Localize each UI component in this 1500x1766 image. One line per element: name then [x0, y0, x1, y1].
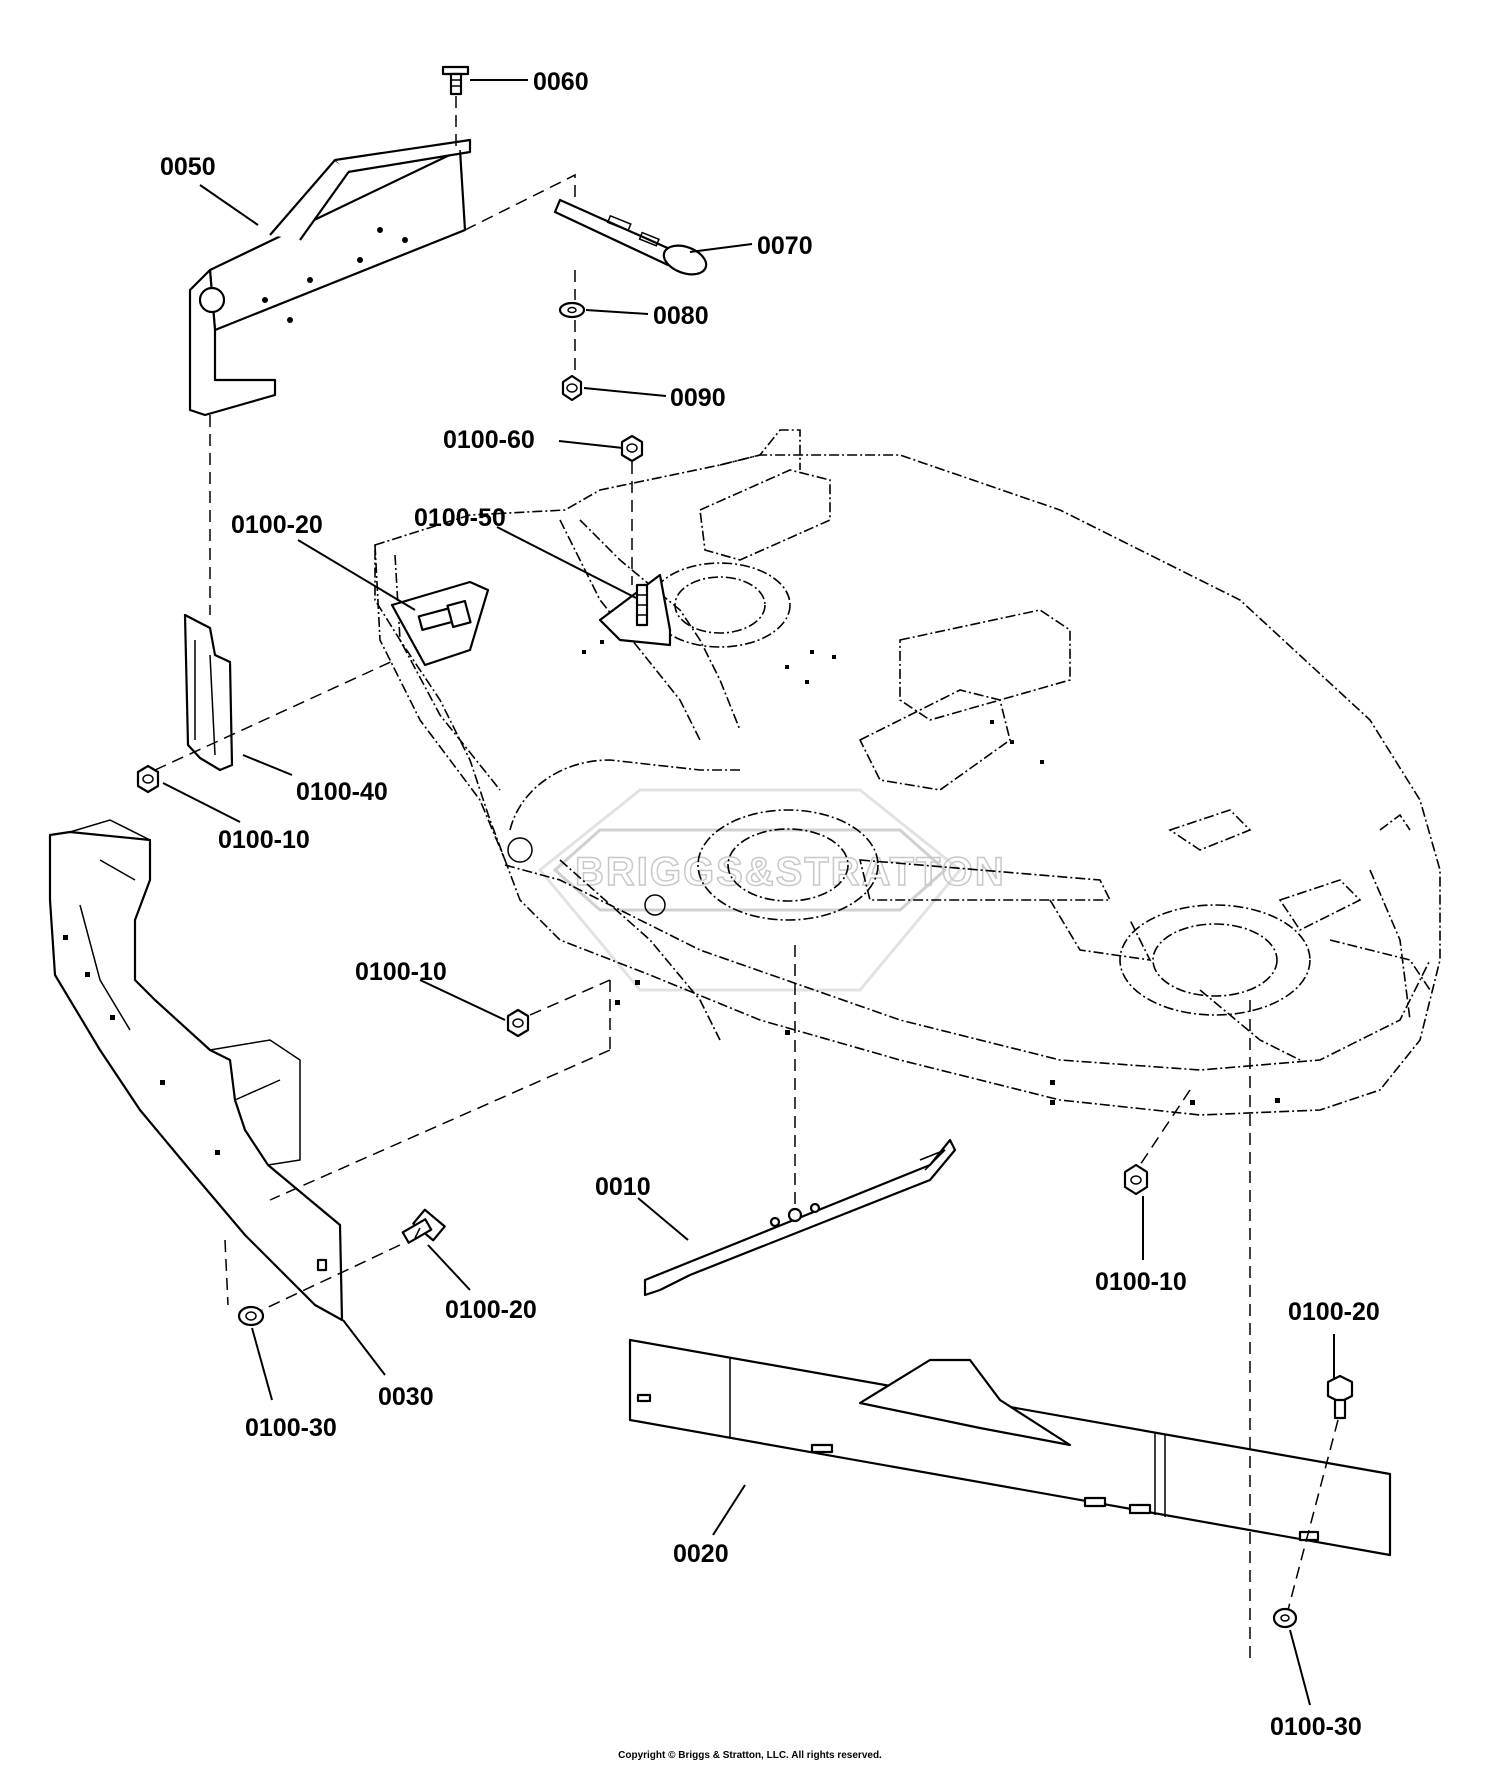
part-0080-washer[interactable] [558, 301, 586, 319]
part-0070-lever[interactable] [553, 198, 710, 280]
part-labels: 0060 0050 0070 0080 0090 0100-60 0100-50… [160, 68, 1380, 1741]
part-0100-50-bolt[interactable] [598, 573, 672, 647]
watermark-text: BRIGGS&STRATTON [575, 850, 1006, 894]
label-0100-30-a[interactable]: 0100-30 [245, 1414, 337, 1442]
label-0100-60[interactable]: 0100-60 [443, 426, 535, 454]
label-0100-20-b[interactable]: 0100-20 [445, 1296, 537, 1324]
part-0100-20-bolt-lower[interactable] [401, 1208, 446, 1244]
label-0100-20-c[interactable]: 0100-20 [1288, 1298, 1380, 1326]
label-0090[interactable]: 0090 [670, 384, 726, 412]
label-0100-50[interactable]: 0100-50 [414, 504, 506, 532]
label-0100-10-c[interactable]: 0100-10 [1095, 1268, 1187, 1296]
part-0100-30-washer-left[interactable] [237, 1305, 265, 1327]
part-0100-60-nut[interactable] [620, 434, 644, 463]
label-0100-10-b[interactable]: 0100-10 [355, 958, 447, 986]
part-0100-20-bolt-upper[interactable] [390, 580, 490, 667]
label-0050[interactable]: 0050 [160, 153, 216, 181]
label-0100-20-a[interactable]: 0100-20 [231, 511, 323, 539]
leader-lines [162, 79, 1335, 1706]
label-0100-40[interactable]: 0100-40 [296, 778, 388, 806]
part-0050-bracket[interactable] [188, 138, 472, 417]
part-0010-blade[interactable] [643, 1138, 957, 1297]
part-0100-10-nut-center[interactable] [506, 1008, 530, 1038]
part-0100-20-bolt-right[interactable] [1326, 1374, 1354, 1420]
label-0080[interactable]: 0080 [653, 302, 709, 330]
deck-holes [582, 640, 1280, 1105]
label-0010[interactable]: 0010 [595, 1173, 651, 1201]
label-0020[interactable]: 0020 [673, 1540, 729, 1568]
label-0030[interactable]: 0030 [378, 1383, 434, 1411]
mower-deck [374, 429, 1441, 1116]
part-0030-chute[interactable] [48, 819, 344, 1322]
part-0090-nut[interactable] [561, 374, 583, 402]
part-0020-baffle[interactable] [628, 1338, 1392, 1557]
part-0100-30-washer-right[interactable] [1272, 1607, 1298, 1629]
watermark-logo: BRIGGS&STRATTON [537, 788, 1006, 992]
part-0100-10-nut-right[interactable] [1123, 1163, 1149, 1196]
copyright-notice: Copyright © Briggs & Stratton, LLC. All … [618, 1750, 882, 1761]
label-0060[interactable]: 0060 [533, 68, 589, 96]
assembly-lines [154, 96, 1339, 1665]
part-0100-10-nut-left[interactable] [136, 764, 160, 794]
part-0100-40-plate[interactable] [183, 613, 234, 772]
label-0070[interactable]: 0070 [757, 232, 813, 260]
label-0100-30-b[interactable]: 0100-30 [1270, 1713, 1362, 1741]
label-0100-10-a[interactable]: 0100-10 [218, 826, 310, 854]
part-0060-screw[interactable] [441, 65, 470, 96]
